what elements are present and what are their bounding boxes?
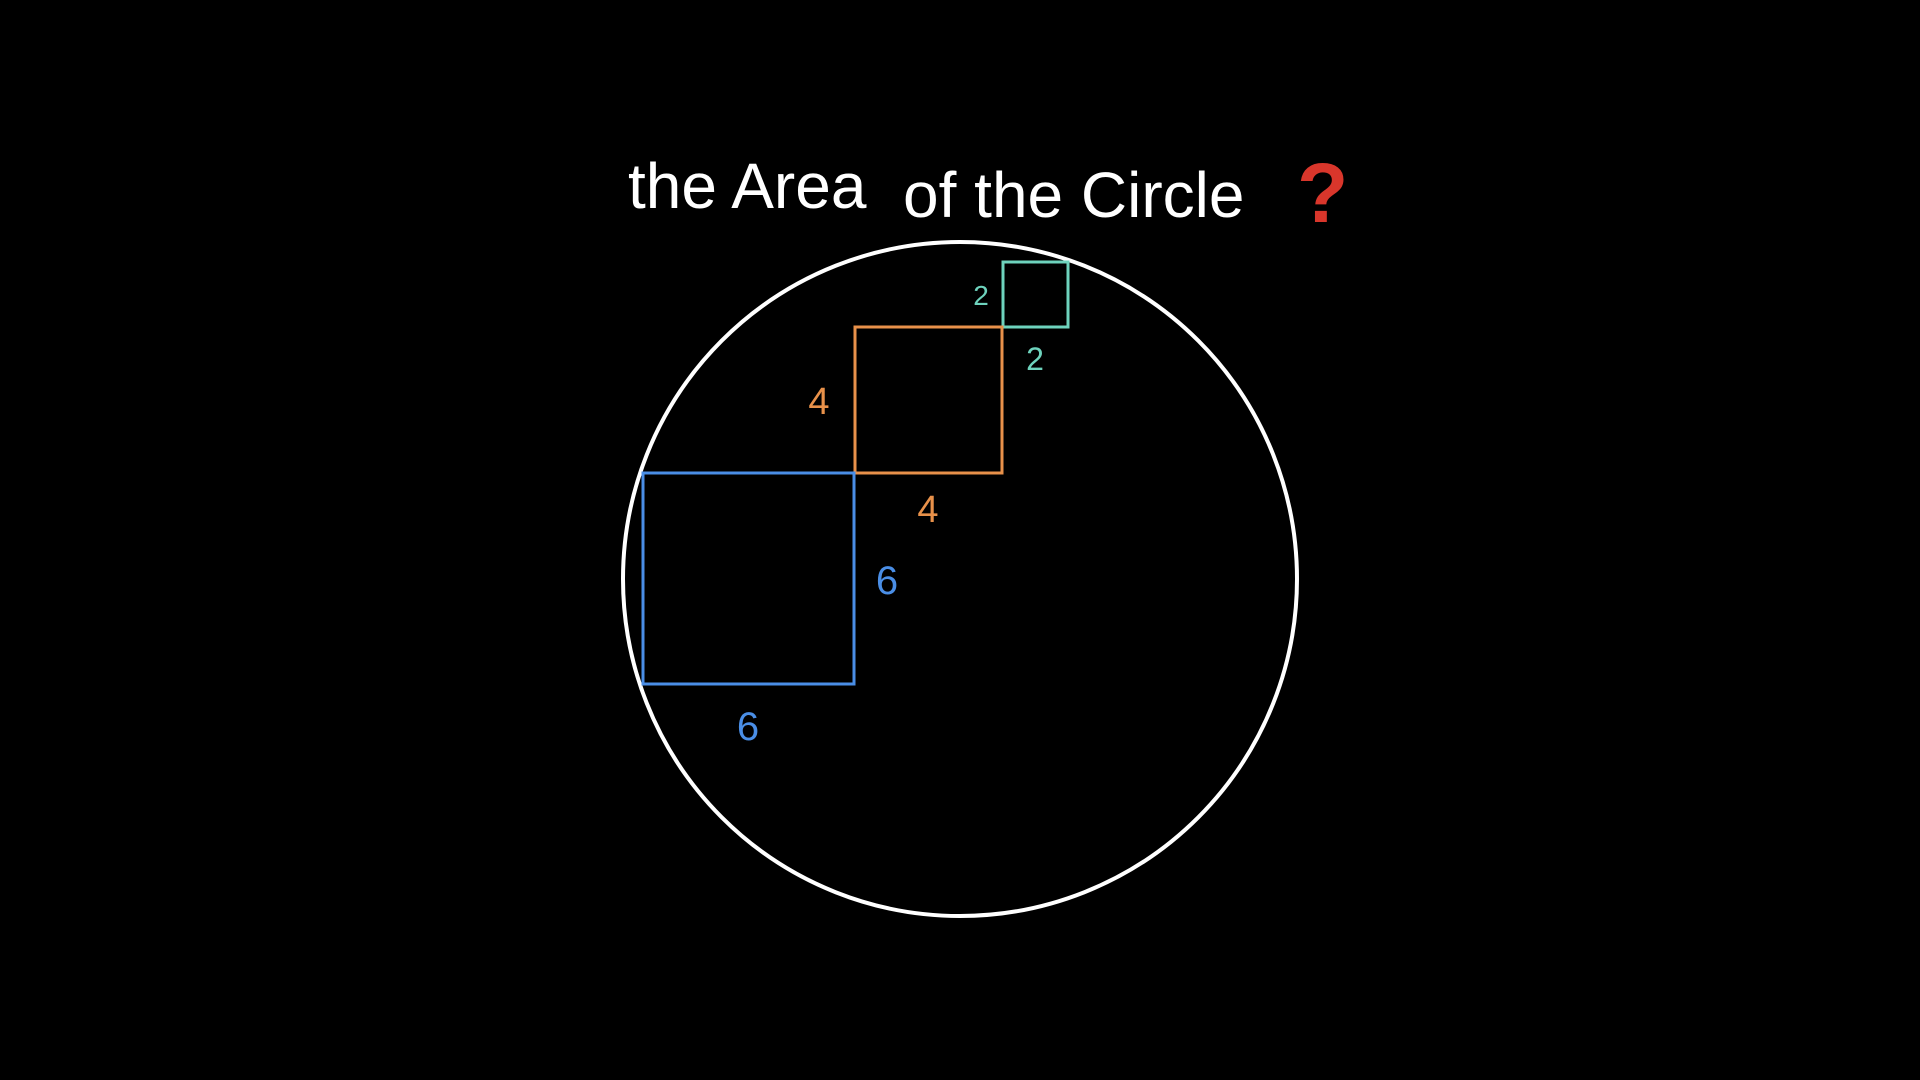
- medium-square-bottom-label: 4: [917, 489, 938, 531]
- large-square-bottom-label: 6: [737, 705, 759, 749]
- small-square-bottom-label: 2: [1026, 341, 1044, 377]
- small-square-side-label: 2: [973, 280, 989, 311]
- medium-square: [853, 325, 1004, 475]
- large-square-side-label: 6: [876, 559, 898, 603]
- circle: [621, 240, 1299, 918]
- large-square: [641, 471, 856, 686]
- medium-square-side-label: 4: [808, 381, 829, 423]
- title-part-1: the Area: [628, 150, 867, 222]
- small-square: [1001, 260, 1070, 329]
- question-mark-icon: ?: [1297, 146, 1348, 240]
- title-part-2: of the Circle: [903, 159, 1244, 231]
